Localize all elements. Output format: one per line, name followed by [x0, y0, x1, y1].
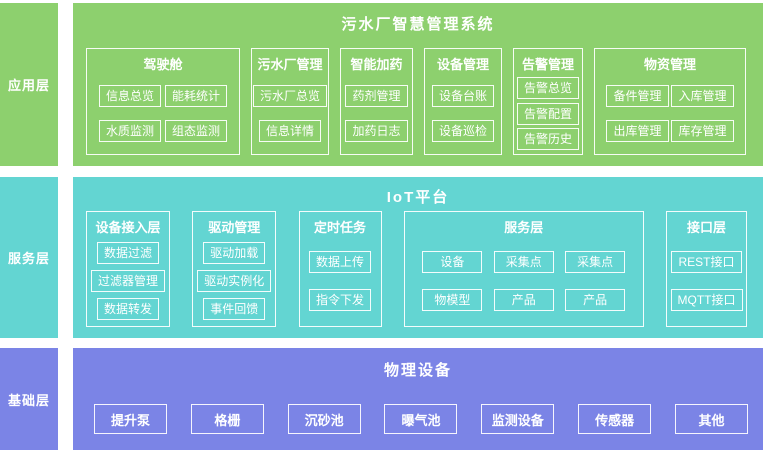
- iot-platform-title: IoT平台: [386, 189, 450, 206]
- sidebar-label-service-layer: 服务层: [0, 177, 58, 338]
- group-plant-management: 污水厂管理 污水厂总览 信息详情: [251, 48, 329, 155]
- sidebar-label-application-layer: 应用层: [0, 3, 58, 166]
- group-driver-management: 驱动管理 驱动加载 驱动实例化 事件回馈: [192, 211, 277, 327]
- application-layer-groups: 驾驶舱 信息总览 能耗统计 水质监测 组态监测 污水厂管理 污水厂总览 信息详情: [86, 48, 746, 155]
- group-items: 设备台账 设备巡检: [425, 73, 501, 154]
- item-outbound-management: 出库管理: [606, 119, 669, 142]
- item-sensor: 传感器: [578, 404, 652, 434]
- sidebar-label-text: 基础层: [7, 392, 50, 408]
- group-title: 智能加药: [350, 57, 403, 72]
- sidebar-label-text: 服务层: [7, 251, 50, 266]
- group-items: 驱动加载 驱动实例化 事件回馈: [193, 236, 275, 326]
- service-layer-groups: 设备接入层 数据过滤 过滤器管理 数据转发 驱动管理 驱动加载 驱动实例化 事件…: [86, 211, 747, 327]
- item-chemical-management: 药剂管理: [345, 85, 408, 108]
- item-scada-monitoring: 组态监测: [164, 119, 227, 142]
- group-title: 接口层: [686, 220, 726, 235]
- item-monitoring-equipment: 监测设备: [481, 404, 555, 434]
- group-items: 告警总览 告警配置 告警历史: [514, 73, 582, 154]
- item-inbound-management: 入库管理: [671, 85, 734, 108]
- group-equipment-management: 设备管理 设备台账 设备巡检: [424, 48, 502, 155]
- group-materials-management: 物资管理 备件管理 入库管理 出库管理 库存管理: [594, 48, 746, 155]
- application-layer-panel: 污水厂智慧管理系统 驾驶舱 信息总览 能耗统计 水质监测 组态监测 污水厂管理 …: [73, 3, 763, 166]
- item-thing-model: 物模型: [422, 288, 483, 311]
- item-water-quality-monitoring: 水质监测: [98, 119, 161, 142]
- item-product-1: 产品: [493, 288, 554, 311]
- application-layer-title: 污水厂智慧管理系统: [341, 16, 495, 33]
- group-items: 备件管理 入库管理 出库管理 库存管理: [595, 73, 745, 154]
- sidebar-label-text: 应用层: [7, 78, 50, 93]
- group-title: 污水厂管理: [257, 57, 323, 72]
- group-cockpit: 驾驶舱 信息总览 能耗统计 水质监测 组态监测: [86, 48, 240, 155]
- item-driver-load: 驱动加载: [203, 242, 266, 264]
- item-driver-instantiation: 驱动实例化: [197, 270, 272, 292]
- item-lift-pump: 提升泵: [94, 404, 167, 434]
- item-collection-point-2: 采集点: [565, 251, 626, 274]
- item-info-detail: 信息详情: [258, 119, 321, 142]
- group-items: 数据过滤 过滤器管理 数据转发: [87, 236, 169, 326]
- item-data-forwarding: 数据转发: [96, 298, 159, 320]
- group-items: 污水厂总览 信息详情: [252, 73, 328, 154]
- group-title: 服务层: [504, 220, 544, 235]
- item-collection-point-1: 采集点: [493, 251, 554, 274]
- physical-devices-title: 物理设备: [383, 362, 452, 379]
- item-spare-parts-management: 备件管理: [606, 85, 669, 108]
- application-layer-row: 应用层 污水厂智慧管理系统 驾驶舱 信息总览 能耗统计 水质监测 组态监测 污水…: [0, 3, 766, 166]
- group-title: 设备接入层: [95, 220, 161, 235]
- item-equipment-inspection: 设备巡检: [431, 119, 494, 142]
- item-alarm-overview: 告警总览: [516, 76, 579, 99]
- group-title: 物资管理: [643, 57, 696, 72]
- group-items: REST接口 MQTT接口: [667, 236, 746, 326]
- item-device: 设备: [422, 251, 483, 274]
- item-mqtt-api: MQTT接口: [670, 288, 743, 311]
- item-data-filter: 数据过滤: [96, 242, 159, 264]
- item-filter-management: 过滤器管理: [90, 270, 165, 292]
- service-layer-panel: IoT平台 设备接入层 数据过滤 过滤器管理 数据转发 驱动管理 驱动加载 驱动…: [73, 177, 763, 338]
- item-alarm-history: 告警历史: [516, 128, 579, 151]
- item-equipment-ledger: 设备台账: [431, 85, 494, 108]
- group-title: 告警管理: [521, 57, 574, 72]
- item-info-overview: 信息总览: [98, 85, 161, 108]
- item-aeration-tank: 曝气池: [384, 404, 458, 434]
- item-command-dispatch: 指令下发: [308, 288, 371, 311]
- group-device-access-layer: 设备接入层 数据过滤 过滤器管理 数据转发: [86, 211, 170, 327]
- item-bar-screen: 格栅: [190, 404, 264, 434]
- item-other: 其他: [674, 404, 748, 434]
- sidebar-label-base-layer: 基础层: [0, 348, 58, 450]
- item-alarm-config: 告警配置: [516, 102, 579, 125]
- physical-device-items: 提升泵 格栅 沉砂池 曝气池 监测设备 传感器 其他: [94, 404, 748, 434]
- group-title: 设备管理: [436, 57, 489, 72]
- base-layer-panel: 物理设备 提升泵 格栅 沉砂池 曝气池 监测设备 传感器 其他: [73, 348, 763, 450]
- group-items: 药剂管理 加药日志: [341, 73, 412, 154]
- item-energy-stats: 能耗统计: [164, 85, 227, 108]
- item-data-upload: 数据上传: [308, 251, 371, 274]
- group-scheduled-tasks: 定时任务 数据上传 指令下发: [298, 211, 382, 327]
- group-service-sublayer: 服务层 设备 采集点 采集点 物模型 产品 产品: [403, 211, 644, 327]
- group-title: 定时任务: [313, 220, 366, 235]
- item-dosing-log: 加药日志: [345, 119, 408, 142]
- group-items: 数据上传 指令下发: [300, 236, 381, 326]
- item-inventory-management: 库存管理: [671, 119, 734, 142]
- item-rest-api: REST接口: [671, 251, 742, 274]
- group-items: 设备 采集点 采集点 物模型 产品 产品: [405, 236, 643, 326]
- group-interface-layer: 接口层 REST接口 MQTT接口: [666, 211, 747, 327]
- group-title: 驱动管理: [208, 220, 261, 235]
- group-items: 信息总览 能耗统计 水质监测 组态监测: [87, 73, 239, 154]
- item-plant-overview: 污水厂总览: [252, 85, 327, 108]
- group-title: 驾驶舱: [143, 57, 183, 72]
- group-alarm-management: 告警管理 告警总览 告警配置 告警历史: [513, 48, 583, 155]
- service-layer-row: 服务层 IoT平台 设备接入层 数据过滤 过滤器管理 数据转发 驱动管理 驱动加…: [0, 177, 766, 338]
- group-smart-dosing: 智能加药 药剂管理 加药日志: [340, 48, 413, 155]
- item-product-2: 产品: [565, 288, 626, 311]
- item-event-feedback: 事件回馈: [203, 298, 266, 320]
- item-grit-chamber: 沉砂池: [287, 404, 361, 434]
- base-layer-row: 基础层 物理设备 提升泵 格栅 沉砂池 曝气池 监测设备 传感器 其他: [0, 348, 766, 450]
